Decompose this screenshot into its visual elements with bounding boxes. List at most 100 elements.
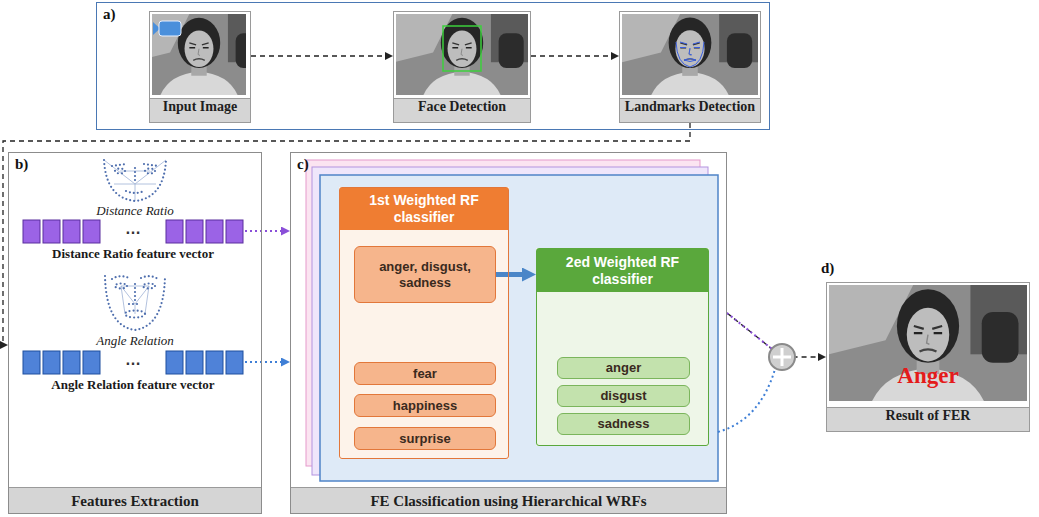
panel-label: b) xyxy=(15,156,28,173)
distance-vector-cells xyxy=(83,220,100,243)
distance-vector-cells xyxy=(226,220,243,243)
flow-arrow xyxy=(531,55,617,56)
image-box: Input Image xyxy=(149,11,251,123)
distance-face-figure xyxy=(104,160,166,201)
angle-face-figure xyxy=(105,276,165,330)
class-box: sadness xyxy=(557,413,690,435)
angle-face-figure xyxy=(112,276,158,279)
angle-face-figure xyxy=(105,276,165,330)
caption-band: Landmarks Detection xyxy=(620,98,760,122)
panel-label: a) xyxy=(103,6,116,23)
ellipsis: … xyxy=(101,351,165,374)
caption-band: Features Extraction xyxy=(9,487,261,513)
stacked-forest-layers xyxy=(306,160,718,481)
class-box: fear xyxy=(354,362,496,385)
classifier-header: 2ed Weighted RF classifier xyxy=(537,249,708,292)
camera-icon xyxy=(159,21,181,36)
figure-caption: Distance Ratio xyxy=(55,203,215,218)
classifier-header: 1st Weighted RF classifier xyxy=(340,188,508,230)
class-label: anger xyxy=(606,360,641,376)
angle-vector-cells xyxy=(206,351,223,374)
distance-vector-cells xyxy=(23,220,40,243)
class-label: surprise xyxy=(399,431,450,447)
angle-vector-cells xyxy=(63,351,80,374)
angle-face-figure xyxy=(115,284,127,289)
fusion-symbol xyxy=(773,348,791,366)
class-label: disgust xyxy=(600,388,646,404)
angle-vector-cells xyxy=(166,351,183,374)
landmark-lines xyxy=(684,59,696,62)
caption-band: FE Classification using Hierarchical WRF… xyxy=(291,487,726,513)
distance-vector-cells xyxy=(166,220,183,243)
landmark-photo xyxy=(622,14,758,96)
figure-caption: Angle Relation xyxy=(55,333,215,348)
detection-photo xyxy=(395,14,530,95)
classifier-ground xyxy=(339,187,509,459)
distance-face-figure xyxy=(104,160,166,201)
distance-vector-cells xyxy=(186,220,203,243)
stacked-forest-layers xyxy=(320,175,718,481)
distance-face-figure xyxy=(126,191,144,193)
flow-arrow xyxy=(496,272,530,277)
flow-arrow xyxy=(245,230,287,232)
fusion-symbol xyxy=(769,344,795,370)
ellipsis: … xyxy=(101,220,165,243)
distance-vector-cells xyxy=(206,220,223,243)
distance-vector-cells xyxy=(23,220,243,243)
distance-vector-cells xyxy=(63,220,80,243)
distance-face-figure xyxy=(104,160,166,201)
class-box: anger, disgust, sadness xyxy=(354,246,496,303)
class-box: surprise xyxy=(354,427,496,450)
feature-vector: …Distance Ratio feature vector xyxy=(23,220,243,265)
angle-face-figure xyxy=(143,284,155,289)
caption-band: Input Image xyxy=(150,98,250,122)
landmark-lines xyxy=(676,42,704,67)
class-label: happiness xyxy=(393,398,457,414)
landmark-lines xyxy=(680,47,700,48)
distance-face-figure xyxy=(104,160,166,201)
class-label: sadness xyxy=(597,416,649,432)
angle-vector-cells xyxy=(186,351,203,374)
distance-face-figure xyxy=(104,160,166,201)
image-box: Landmarks Detection xyxy=(619,11,761,123)
input-photo xyxy=(132,14,267,95)
distance-face-figure xyxy=(112,164,158,166)
angle-face-figure xyxy=(125,311,145,318)
angle-face-figure xyxy=(129,284,141,304)
angle-vector-cells xyxy=(83,351,100,374)
angle-vector-cells xyxy=(23,351,243,374)
classifier-ground xyxy=(536,248,709,446)
distance-face-figure xyxy=(134,168,136,184)
result-box: d)AngerResult of FER xyxy=(826,282,1030,432)
face-box xyxy=(443,26,481,71)
fusion-line xyxy=(727,313,772,349)
distance-vector-cells xyxy=(43,220,60,243)
angle-vector-cells xyxy=(226,351,243,374)
classifier-box: anger disgust sadness 2ed Weighted RF class… xyxy=(536,248,709,446)
angle-vector-cells xyxy=(23,351,40,374)
distance-face-figure xyxy=(115,169,125,174)
class-box: disgust xyxy=(557,385,690,407)
panel-label: c) xyxy=(297,156,309,173)
feature-vector: …Angle Relation feature vector xyxy=(23,351,243,396)
stage-panel: Input Image Face Detection Landmarks Detec… xyxy=(96,2,770,130)
landmark-lines xyxy=(676,42,704,67)
angle-vector-cells xyxy=(43,351,60,374)
image-box: Face Detection xyxy=(393,11,531,123)
vector-caption: Distance Ratio feature vector xyxy=(13,246,253,262)
flow-arrow xyxy=(251,55,391,56)
fusion-symbol xyxy=(769,344,795,370)
panel-label: d) xyxy=(821,260,834,277)
angle-face-figure xyxy=(105,276,165,330)
caption-band: Face Detection xyxy=(394,98,530,122)
flow-arrow xyxy=(245,361,287,363)
flow-arrow xyxy=(3,123,690,345)
classifier-box: anger, disgust, sadness fear happiness surp… xyxy=(339,187,509,459)
class-box: happiness xyxy=(354,394,496,417)
caption-band: Result of FER xyxy=(827,407,1029,431)
result-label: Anger xyxy=(827,363,1029,389)
stage-panel: anger, disgust, sadness fear happiness surp… xyxy=(290,152,727,514)
class-label: fear xyxy=(413,366,437,382)
landmark-lines xyxy=(680,42,700,44)
landmark-lines xyxy=(689,48,692,55)
